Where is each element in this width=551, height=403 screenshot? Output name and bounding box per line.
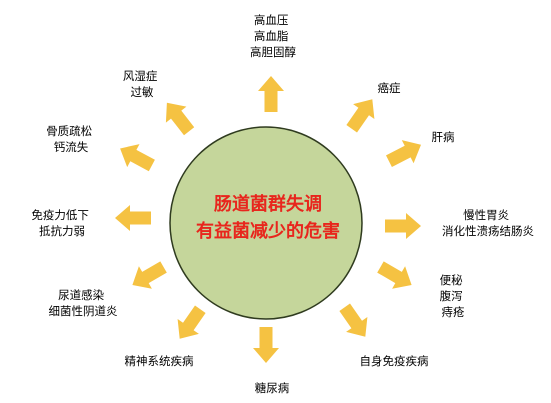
label-autoimmune-line1: 自身免疫疾病 xyxy=(360,354,429,368)
label-hypertension-line2: 高血脂 xyxy=(254,29,289,43)
arrow-to-cancer xyxy=(346,99,375,133)
label-hypertension: 高血压 高血脂 高胆固醇 xyxy=(250,13,296,59)
arrow-to-immunity xyxy=(115,205,151,231)
label-rheumatism: 风湿症 过敏 xyxy=(123,69,161,99)
label-osteoporosis-line1: 骨质疏松 xyxy=(46,124,92,138)
label-mental: 精神系统疾病 xyxy=(125,354,194,368)
label-constipation-line2: 腹泻 xyxy=(440,289,463,303)
label-hypertension-line3: 高胆固醇 xyxy=(250,45,296,59)
center-title-line2: 有益菌减少的危害 xyxy=(196,220,340,242)
label-rheumatism-line1: 风湿症 xyxy=(123,69,158,83)
label-constipation: 便秘 腹泻 痔疮 xyxy=(440,273,467,319)
center-title-line1: 肠道菌群失调 xyxy=(214,193,322,215)
label-hypertension-line1: 高血压 xyxy=(254,13,289,27)
label-gastritis: 慢性胃炎 消化性溃疡结肠炎 xyxy=(442,208,534,238)
label-cancer: 癌症 xyxy=(378,81,401,95)
label-urinary-line1: 尿道感染 xyxy=(58,288,104,302)
label-urinary: 尿道感染 细菌性阴道炎 xyxy=(49,288,118,318)
arrow-to-autoimmune xyxy=(339,303,368,337)
label-diabetes-line1: 糖尿病 xyxy=(255,381,290,395)
arrow-to-urinary xyxy=(132,261,167,289)
arrow-to-rheumatism xyxy=(165,102,195,136)
label-gastritis-line1: 慢性胃炎 xyxy=(463,208,509,222)
arrow-to-constipation xyxy=(377,261,412,289)
label-immunity: 免疫力低下 抵抗力弱 xyxy=(31,208,92,238)
label-immunity-line1: 免疫力低下 xyxy=(31,208,89,222)
label-urinary-line2: 细菌性阴道炎 xyxy=(49,304,118,318)
label-constipation-line3: 痔疮 xyxy=(442,305,465,319)
label-mental-line1: 精神系统疾病 xyxy=(125,354,194,368)
label-cancer-line1: 癌症 xyxy=(378,81,401,95)
label-liver: 肝病 xyxy=(432,130,455,144)
label-immunity-line2: 抵抗力弱 xyxy=(39,224,85,238)
label-osteoporosis-line2: 钙流失 xyxy=(54,140,89,154)
arrow-to-osteoporosis xyxy=(120,144,155,172)
arrows-group xyxy=(115,76,421,363)
label-autoimmune: 自身免疫疾病 xyxy=(360,354,429,368)
center-circle xyxy=(169,126,363,320)
arrow-to-liver xyxy=(386,140,421,167)
arrow-to-gastritis xyxy=(385,213,421,239)
arrow-to-mental xyxy=(177,305,206,339)
labels-group: 高血压 高血脂 高胆固醇 癌症 肝病 慢性胃炎 消化性溃疡结肠炎 便秘 腹泻 痔… xyxy=(31,13,534,395)
label-rheumatism-line2: 过敏 xyxy=(131,85,154,99)
label-liver-line1: 肝病 xyxy=(432,130,455,144)
label-gastritis-line2: 消化性溃疡结肠炎 xyxy=(442,224,534,238)
label-constipation-line1: 便秘 xyxy=(440,273,463,287)
label-osteoporosis: 骨质疏松 钙流失 xyxy=(46,124,96,154)
arrow-to-hypertension xyxy=(258,76,284,112)
arrow-to-diabetes xyxy=(253,327,279,363)
label-diabetes: 糖尿病 xyxy=(255,381,290,395)
